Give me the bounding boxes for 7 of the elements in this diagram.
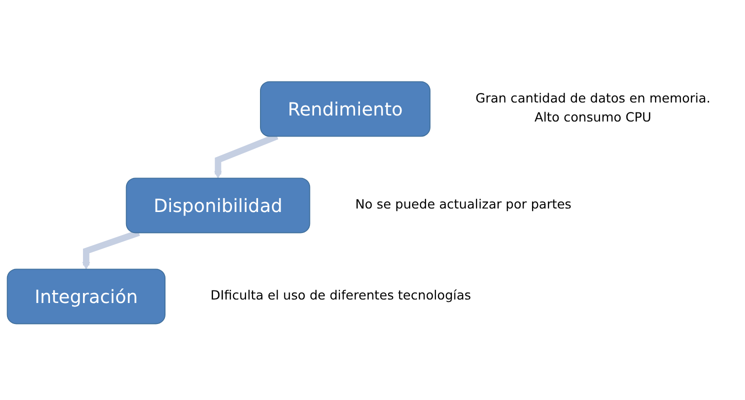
node-label: No se puede actualizar por partes [355, 198, 572, 212]
node-box [260, 81, 430, 137]
node-box [6, 268, 166, 324]
node-label: Alto consumo CPU [534, 110, 652, 126]
node-label: DIficulta el uso de diferentes tecnologías [210, 288, 472, 304]
node-box [126, 178, 310, 234]
node-label: Gran cantidad de datos en memoria. [476, 92, 710, 106]
